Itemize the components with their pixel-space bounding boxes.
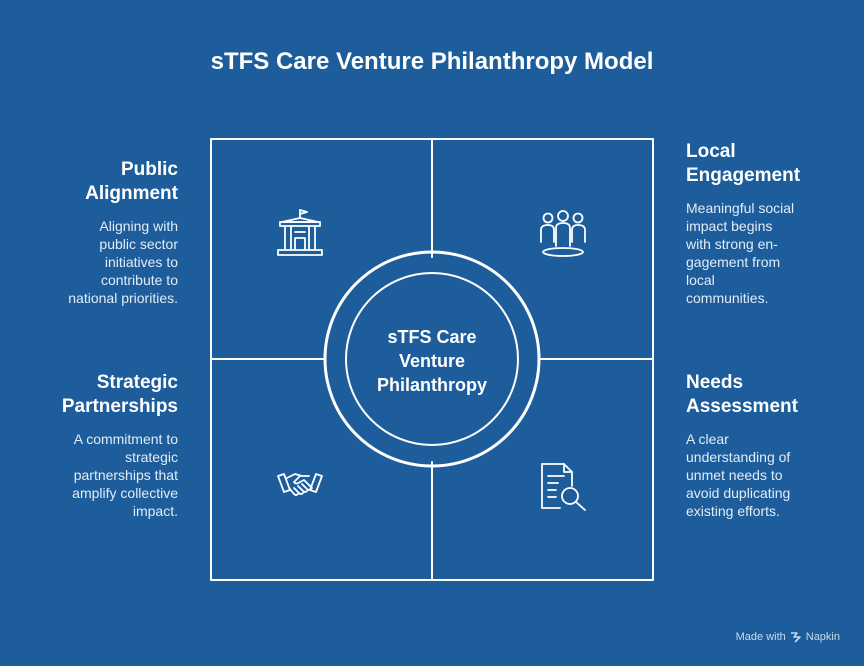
strategic-partnerships-description: A commitment to strategic partnerships t… [72,431,178,519]
needs-assessment-description: A clear understanding of unmet needs to … [686,431,791,519]
document-search-icon [541,463,586,511]
made-with-label: Made with [735,631,786,643]
napkin-logo-icon [790,632,801,643]
local-engagement-description: Meaningful social impact begins with str… [686,200,795,306]
local-engagement-title: Local Engagement [686,141,801,186]
page-title: sTFS Care Venture Philanthropy Model [210,48,654,75]
needs-assessment-title: Needs Assessment [686,372,798,417]
community-people-icon [540,210,586,257]
center-label: sTFS Care Venture Philanthropy [376,327,487,395]
made-with-napkin-badge[interactable]: Made with Napkin [736,631,840,643]
center-outer-ring [323,250,541,468]
handshake-icon [277,473,323,496]
public-alignment-title: Public Alignment [85,159,178,204]
government-building-icon [277,209,323,256]
napkin-brand-label: Napkin [805,631,840,643]
strategic-partnerships-title: Strategic Partnerships [61,372,178,417]
center-inner-ring [345,272,519,446]
public-alignment-description: Aligning with public sector initiatives … [68,218,178,306]
